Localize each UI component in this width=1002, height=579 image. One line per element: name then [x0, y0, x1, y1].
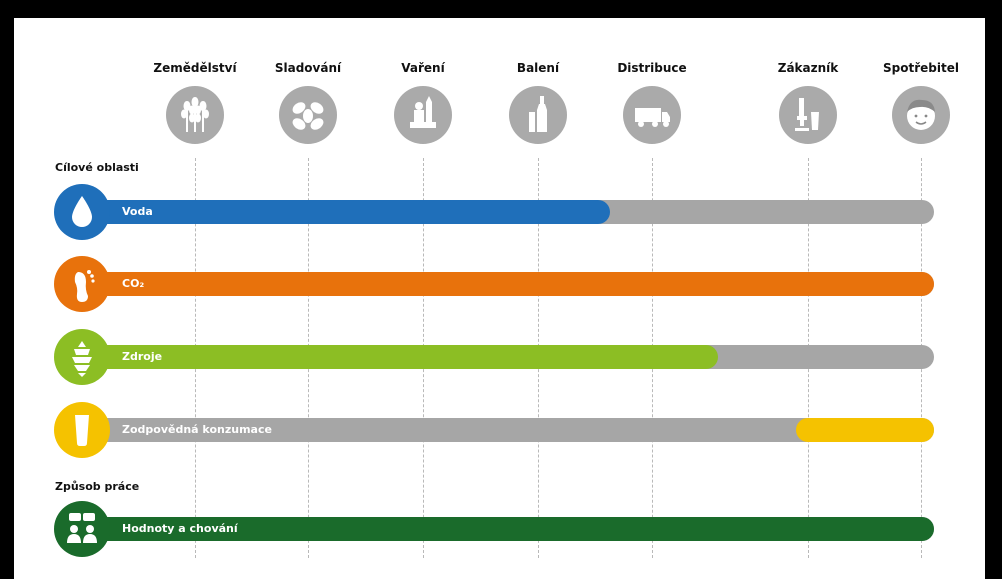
stage-label: Zákazník [777, 61, 839, 75]
row-label: Hodnoty a chování [122, 522, 238, 535]
progress-fill [796, 418, 934, 442]
beer-tap-icon [779, 86, 837, 144]
stage-label: Sladování [274, 61, 342, 75]
wheat-icon [166, 86, 224, 144]
hop-icon [54, 329, 110, 385]
row-resources: Zdroje [54, 329, 934, 385]
stage-consumer: Spotřebitel [861, 60, 981, 144]
grain-leaves-icon [279, 86, 337, 144]
footprint-icon [54, 256, 110, 312]
stage-distribution: Distribuce [592, 60, 712, 144]
value-chain-diagram: Zemědělství Sla [14, 18, 985, 579]
stage-agriculture: Zemědělství [135, 60, 255, 144]
progress-fill [68, 272, 934, 296]
progress-track [68, 418, 934, 442]
consumer-face-icon [892, 86, 950, 144]
stage-label: Vaření [401, 61, 445, 75]
beer-glass-icon [54, 402, 110, 458]
section-title-target-areas: Cílové oblasti [55, 161, 139, 174]
water-drop-icon [54, 184, 110, 240]
row-values-behaviour: Hodnoty a chování [54, 501, 934, 557]
row-label: CO₂ [122, 277, 145, 290]
stage-brewing: Vaření [363, 60, 483, 144]
people-discussion-icon [54, 501, 110, 557]
row-label: Voda [122, 205, 153, 218]
row-label: Zdroje [122, 350, 163, 363]
stage-packaging: Balení [478, 60, 598, 144]
brewing-kettle-icon [394, 86, 452, 144]
progress-track [68, 272, 934, 296]
stage-label: Distribuce [617, 61, 687, 75]
stage-malting: Sladování [248, 60, 368, 144]
row-responsible-consumption: Zodpovědná konzumace [54, 402, 934, 458]
row-label: Zodpovědná konzumace [122, 423, 272, 436]
progress-fill [68, 200, 610, 224]
progress-fill [68, 517, 934, 541]
row-water: Voda [54, 184, 934, 240]
progress-track [68, 517, 934, 541]
bottle-icon [509, 86, 567, 144]
stage-label: Balení [516, 61, 560, 75]
stage-customer: Zákazník [748, 60, 868, 144]
stage-label: Zemědělství [153, 61, 237, 75]
stage-label: Spotřebitel [883, 61, 959, 75]
progress-fill [68, 345, 718, 369]
progress-track [68, 345, 934, 369]
section-title-way-of-working: Způsob práce [55, 480, 140, 493]
row-co2: CO₂ [54, 256, 934, 312]
truck-icon [623, 86, 681, 144]
progress-track [68, 200, 934, 224]
